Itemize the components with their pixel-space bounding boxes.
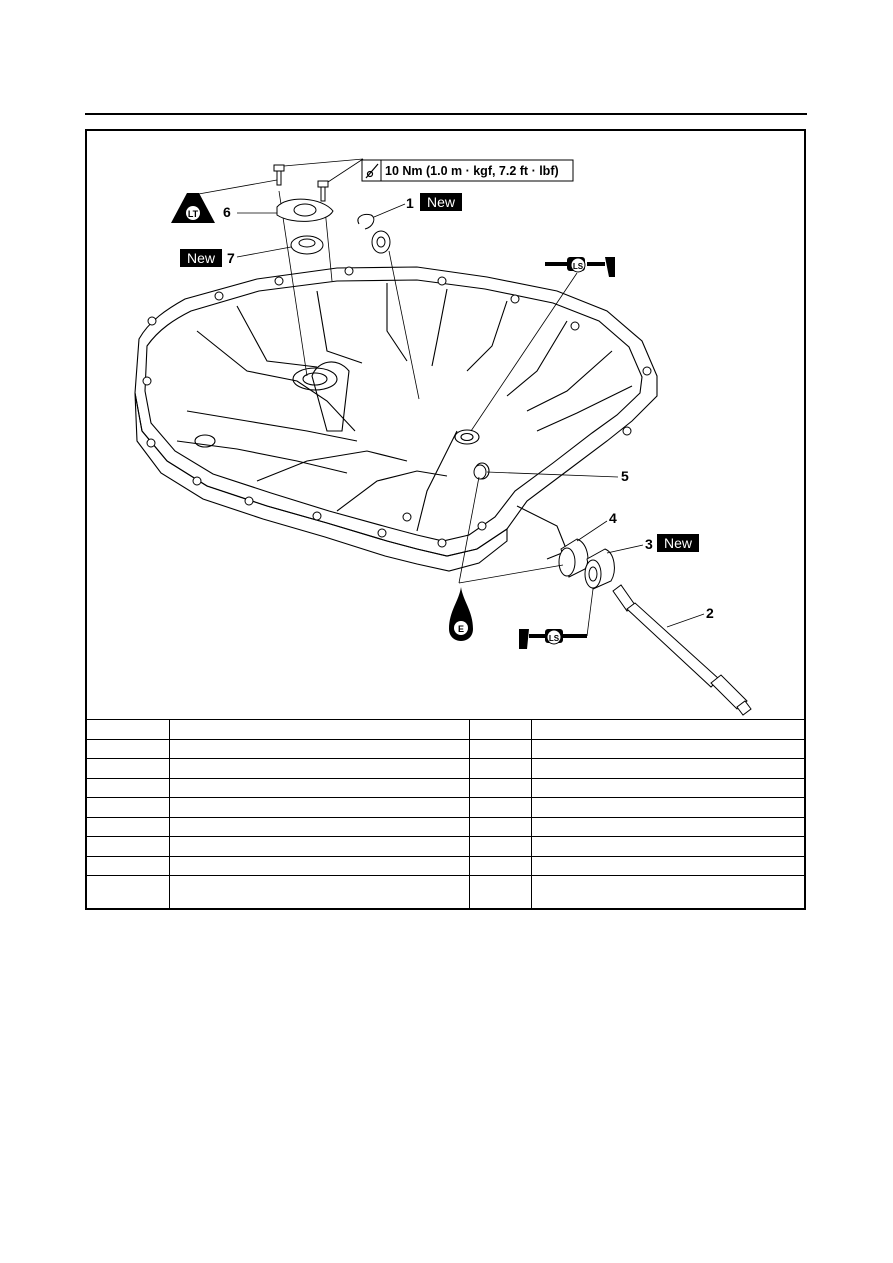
callout-1: 1 xyxy=(406,195,414,211)
table-cell xyxy=(168,719,469,739)
table-cell xyxy=(530,719,804,739)
svg-text:LT: LT xyxy=(188,209,199,219)
torque-value: 10 Nm (1.0 m · kgf, 7.2 ft · lbf) xyxy=(385,164,559,178)
flange-bolt-holes xyxy=(142,266,652,548)
svg-text:E: E xyxy=(458,624,464,634)
table-row xyxy=(87,758,804,778)
table-cell xyxy=(468,816,531,837)
table-row xyxy=(87,797,804,817)
table-cell xyxy=(87,738,169,759)
table-cell xyxy=(468,758,531,778)
table-cell xyxy=(168,777,469,798)
table-cell xyxy=(468,738,531,759)
table-cell xyxy=(468,875,531,910)
callout-2: 2 xyxy=(706,605,714,621)
table-row xyxy=(87,777,804,798)
oil-seal-plate xyxy=(276,198,334,222)
svg-text:New: New xyxy=(427,194,456,210)
lithium-soap-grease-icon-bottom: LS xyxy=(519,629,587,649)
table-cell xyxy=(87,797,169,817)
table-cell xyxy=(87,816,169,837)
table-cell xyxy=(468,777,531,798)
table-cell xyxy=(87,855,169,876)
torque-spec: 10 Nm (1.0 m · kgf, 7.2 ft · lbf) xyxy=(361,159,574,182)
table-row xyxy=(87,719,804,739)
table-cell xyxy=(87,758,169,778)
svg-text:LS: LS xyxy=(573,262,584,271)
figure-frame: 10 Nm (1.0 m · kgf, 7.2 ft · lbf) L xyxy=(85,129,806,910)
svg-text:New: New xyxy=(664,535,693,551)
oil-seal xyxy=(290,235,324,255)
table-cell xyxy=(87,777,169,798)
table-cell xyxy=(168,758,469,778)
table-cell xyxy=(530,836,804,856)
table-cell xyxy=(530,758,804,778)
table-cell xyxy=(468,797,531,817)
table-cell xyxy=(468,719,531,739)
header-rule xyxy=(85,113,807,115)
table-cell xyxy=(168,836,469,856)
exploded-diagram: 10 Nm (1.0 m · kgf, 7.2 ft · lbf) L xyxy=(87,131,804,719)
table-cell xyxy=(530,875,804,910)
callout-5: 5 xyxy=(621,468,629,484)
table-cell xyxy=(168,875,469,910)
table-row xyxy=(87,816,804,837)
locking-agent-icon: LT xyxy=(171,193,215,223)
new-tag-1: New xyxy=(420,193,462,211)
parts-table xyxy=(87,719,804,910)
bolts xyxy=(273,164,329,202)
table-cell xyxy=(168,855,469,876)
table-cell xyxy=(168,797,469,817)
shaft-oil-seal xyxy=(584,548,615,590)
shift-shaft xyxy=(612,584,752,716)
new-tag-3: New xyxy=(657,534,699,552)
table-row xyxy=(87,875,804,910)
table-cell xyxy=(87,836,169,856)
table-cell xyxy=(168,816,469,837)
table-cell xyxy=(468,855,531,876)
lithium-soap-grease-icon: LS xyxy=(545,257,615,277)
callout-3: 3 xyxy=(645,536,653,552)
table-row xyxy=(87,855,804,876)
svg-text:New: New xyxy=(187,250,216,266)
table-row xyxy=(87,836,804,856)
table-cell xyxy=(530,855,804,876)
needle-bearing xyxy=(473,464,487,480)
table-cell xyxy=(87,875,169,910)
table-cell xyxy=(530,777,804,798)
crankcase-drawing xyxy=(134,266,658,572)
table-cell xyxy=(468,836,531,856)
new-tag-7: New xyxy=(180,249,222,267)
engine-oil-icon: E xyxy=(449,587,473,641)
table-cell xyxy=(168,738,469,759)
callout-6: 6 xyxy=(223,204,231,220)
callout-4: 4 xyxy=(609,510,617,526)
torque-wrench-icon xyxy=(365,163,379,179)
table-row xyxy=(87,738,804,759)
bearing xyxy=(558,538,589,578)
table-cell xyxy=(530,738,804,759)
svg-text:LS: LS xyxy=(549,634,560,643)
circlip xyxy=(357,214,391,254)
callout-7: 7 xyxy=(227,250,235,266)
table-cell xyxy=(87,719,169,739)
table-cell xyxy=(530,816,804,837)
table-cell xyxy=(530,797,804,817)
